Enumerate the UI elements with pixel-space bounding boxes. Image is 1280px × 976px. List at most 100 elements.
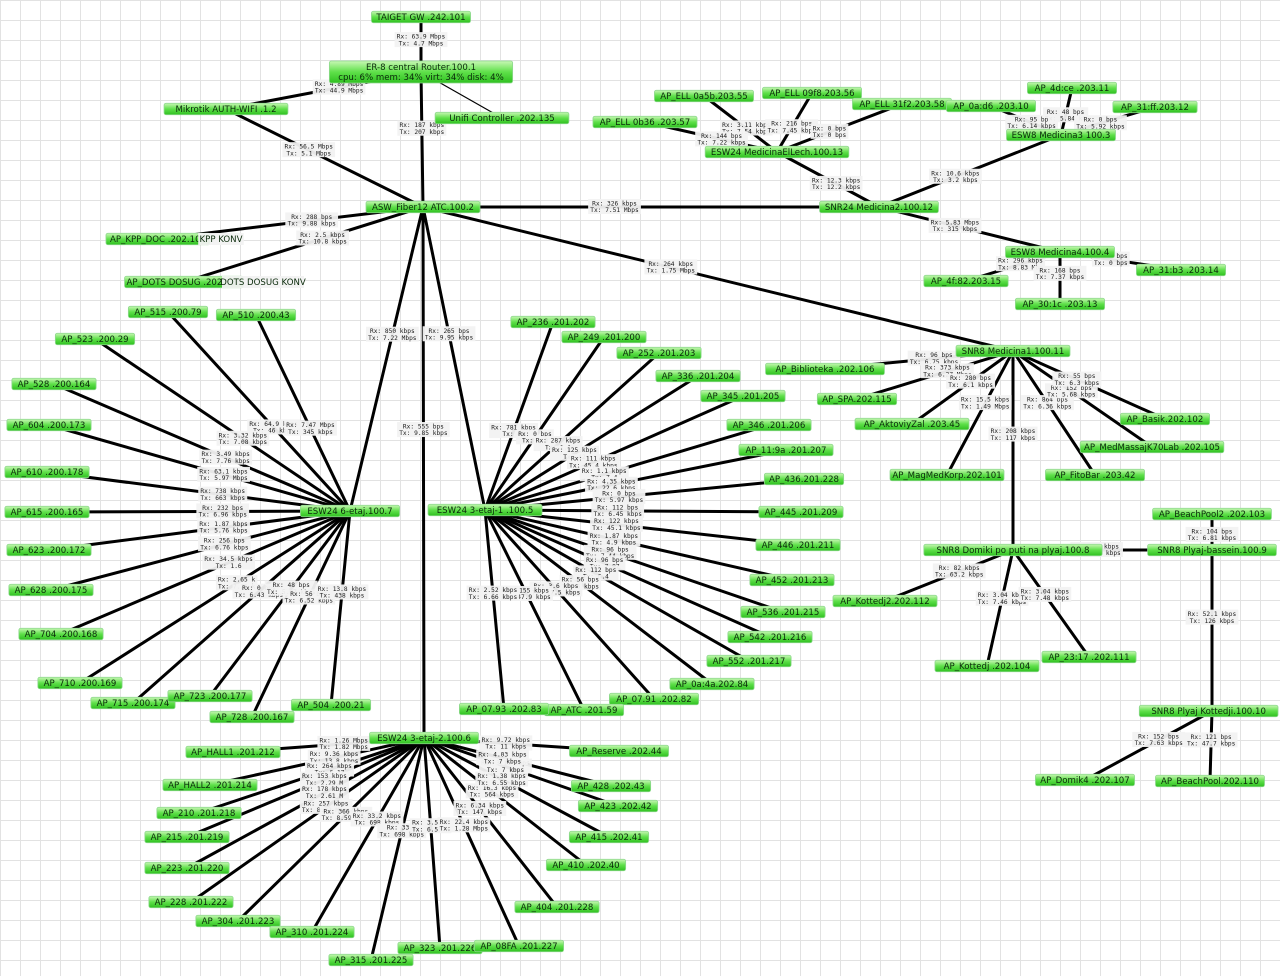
node-beach2[interactable]: AP_BeachPool2 .202.103 (1152, 507, 1272, 521)
node-box[interactable] (765, 362, 885, 376)
node-box[interactable] (700, 389, 786, 403)
node-ap410[interactable]: AP_410 .202.40 (545, 858, 627, 872)
node-box[interactable] (758, 505, 844, 519)
node-box[interactable] (156, 806, 242, 820)
node-ap4dce[interactable]: AP_4d:ce .203.11 (1027, 81, 1118, 95)
node-magmed[interactable]: AP_MagMedKorp.202.101 (889, 468, 1005, 482)
node-box[interactable] (819, 200, 939, 214)
node-box[interactable] (923, 543, 1103, 557)
node-ap715[interactable]: AP_715 .200.174 (90, 696, 176, 710)
node-box[interactable] (545, 858, 627, 872)
node-ap615[interactable]: AP_615 .200.165 (4, 505, 90, 519)
node-box[interactable] (215, 308, 297, 322)
node-reserve[interactable]: AP_Reserve .202.44 (569, 744, 669, 758)
node-box[interactable] (655, 369, 741, 383)
node-ap0ad6[interactable]: AP_0a:d6 .203.10 (946, 99, 1037, 113)
node-box[interactable] (749, 573, 835, 587)
node-ap610[interactable]: AP_610 .200.178 (4, 465, 90, 479)
node-box[interactable] (1015, 297, 1106, 311)
node-domik4[interactable]: AP_Domik4 .202.107 (1035, 773, 1135, 787)
node-box[interactable] (1079, 440, 1225, 454)
node-box[interactable] (514, 900, 600, 914)
node-box[interactable] (162, 778, 258, 792)
node-basseyn[interactable]: SNR8 Plyaj-bassein.100.9 (1147, 543, 1277, 557)
node-ap2317[interactable]: AP_23:17 .202.111 (1041, 650, 1137, 664)
node-box[interactable] (592, 115, 698, 129)
node-box[interactable] (167, 689, 253, 703)
node-ap0791[interactable]: AP_07.91 .202.82 (609, 692, 700, 706)
node-box[interactable] (328, 953, 414, 967)
node-kottedji[interactable]: SNR8 Plyaj Kottedji.100.10 (1138, 704, 1279, 718)
node-box[interactable] (90, 696, 176, 710)
node-box[interactable] (328, 60, 514, 84)
node-ap310[interactable]: AP_310 .201.224 (269, 925, 355, 939)
node-spa[interactable]: AP_SPA.202.115 (816, 392, 898, 406)
node-box[interactable] (561, 330, 647, 344)
node-box[interactable] (1041, 650, 1137, 664)
node-ap428[interactable]: AP_428 .202.43 (570, 779, 652, 793)
node-box[interactable] (1112, 100, 1198, 114)
node-ap542[interactable]: AP_542 .201.216 (727, 630, 813, 644)
node-ell0a5b[interactable]: AP_ELL 0a5b.203.55 (654, 89, 754, 103)
node-taiget[interactable]: TAIGET GW .242.101 (371, 10, 471, 24)
node-ell0b36[interactable]: AP_ELL 0b36 .203.57 (592, 115, 698, 129)
node-box[interactable] (727, 630, 813, 644)
node-box[interactable] (195, 914, 281, 928)
node-box[interactable] (290, 698, 372, 712)
node-box[interactable] (510, 315, 596, 329)
node-ap504[interactable]: AP_504 .200.21 (290, 698, 372, 712)
node-box[interactable] (185, 745, 281, 759)
node-box[interactable] (762, 86, 862, 100)
node-ap604[interactable]: AP_604 .200.173 (6, 418, 92, 432)
node-ap445[interactable]: AP_445 .201.209 (758, 505, 844, 519)
node-box[interactable] (4, 465, 90, 479)
node-box[interactable] (1120, 412, 1211, 426)
node-box[interactable] (144, 830, 230, 844)
node-ap436[interactable]: AP_436.201.228 (763, 472, 845, 486)
node-ap723[interactable]: AP_723 .200.177 (167, 689, 253, 703)
node-box[interactable] (816, 392, 898, 406)
node-ap552[interactable]: AP_552 .201.217 (706, 654, 792, 668)
node-box[interactable] (889, 468, 1005, 482)
node-kottedj[interactable]: AP_Kottedj .202.104 (934, 659, 1040, 673)
node-hall2[interactable]: AP_HALL2 .201.214 (162, 778, 258, 792)
node-box[interactable] (1045, 468, 1145, 482)
node-ap210[interactable]: AP_210 .201.218 (156, 806, 242, 820)
node-ap215[interactable]: AP_215 .201.219 (144, 830, 230, 844)
node-box[interactable] (569, 744, 669, 758)
node-box[interactable] (1147, 543, 1277, 557)
node-box[interactable] (6, 418, 92, 432)
node-ell31f2[interactable]: AP_ELL 31f2.203.58 (852, 97, 952, 111)
node-box[interactable] (923, 274, 1009, 288)
node-ap345[interactable]: AP_345 .201.205 (700, 389, 786, 403)
node-fitobar[interactable]: AP_FitoBar .203.42 (1045, 468, 1145, 482)
node-box[interactable] (616, 346, 702, 360)
node-box[interactable] (1155, 774, 1265, 788)
node-esw24ell[interactable]: ESW24 MedicinaElLech.100.13 (704, 145, 850, 159)
node-ap0793[interactable]: AP_07.93 .202.83 (458, 702, 549, 716)
node-kott2[interactable]: AP_Kottedj2.202.112 (832, 594, 938, 608)
node-box[interactable] (740, 605, 826, 619)
node-ap515[interactable]: AP_515 .200.79 (127, 305, 209, 319)
node-box[interactable] (365, 200, 481, 214)
node-box[interactable] (1005, 245, 1115, 259)
node-ap31ff[interactable]: AP_31:ff.203.12 (1112, 100, 1198, 114)
node-mikrotik[interactable]: Mikrotik AUTH-WIFI .1.2 (163, 102, 289, 116)
node-ap31b3[interactable]: AP_31:b3 .203.14 (1136, 263, 1227, 277)
node-box[interactable] (568, 830, 650, 844)
node-ap710[interactable]: AP_710 .200.169 (37, 676, 123, 690)
node-box[interactable] (570, 779, 652, 793)
node-ap236[interactable]: AP_236 .201.202 (510, 315, 596, 329)
node-box[interactable] (669, 677, 755, 691)
node-box[interactable] (755, 538, 841, 552)
node-basik[interactable]: AP_Basik.202.102 (1120, 412, 1211, 426)
node-esw8m4[interactable]: ESW8 Medicina4.100.4 (1005, 245, 1115, 259)
node-esw8m3[interactable]: ESW8 Medicina3 100.3 (1006, 128, 1116, 142)
node-ap08fa[interactable]: AP_08FA .201.227 (473, 939, 564, 953)
node-box[interactable] (427, 503, 543, 517)
node-box[interactable] (144, 861, 230, 875)
node-ap323[interactable]: AP_323 .201.226 (397, 941, 483, 955)
node-box[interactable] (269, 925, 355, 939)
node-box[interactable] (8, 583, 94, 597)
